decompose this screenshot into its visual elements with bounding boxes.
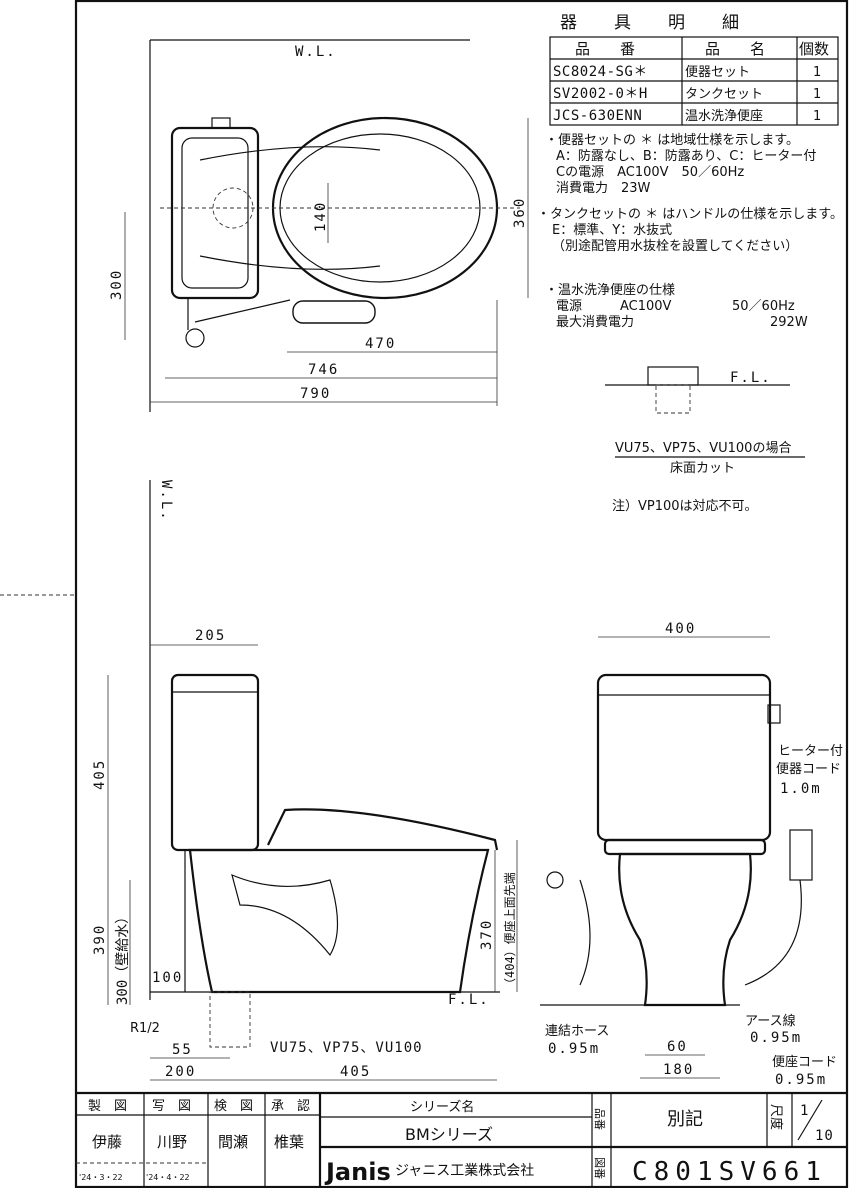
dim-405-horizontal: 405 (340, 1064, 371, 1080)
note-line: 292W (770, 315, 808, 330)
hose-label: 連結ホース (545, 1024, 609, 1039)
floor-caption: VU75、VP75、VU100の場合 (615, 441, 791, 456)
fl-label: F.L. (730, 370, 772, 386)
company-logo: Janis (324, 1158, 391, 1186)
part-name: 温水洗浄便座 (685, 109, 763, 124)
note-line: ・タンクセットの ＊ はハンドルの仕様を示します。 (537, 207, 843, 222)
dim-300: 300 (109, 269, 125, 300)
dim-470: 470 (365, 336, 396, 352)
note-line: E：標準、Y：水抜式 (552, 222, 672, 238)
part-name: 便器セット (685, 65, 750, 80)
drawing-number: C801SV661 (632, 1157, 827, 1187)
company-name: ジャニス工業株式会社 (395, 1163, 534, 1179)
wl-label: W.L. (295, 44, 337, 60)
wl-label: W.L. (158, 480, 174, 522)
zuban-label: 図番 (593, 1157, 606, 1179)
floor-subcaption: 床面カット (670, 461, 735, 476)
scale-label: 尺度 (768, 1104, 784, 1130)
dim-405-vertical: 405 (92, 759, 108, 790)
date-copied: '24・4・22 (146, 1173, 190, 1182)
front-view: 400 60 180 ヒーター付 便器コード 1.0m 連結ホース 0.95m … (540, 621, 843, 1088)
dim-200: 200 (165, 1064, 196, 1080)
dim-370: 370 (479, 919, 495, 950)
scale-numerator: 1 (800, 1103, 810, 1119)
part-name: タンクセット (685, 87, 763, 102)
dim-390: 390 (92, 924, 108, 955)
hinban-value: 別記 (667, 1109, 703, 1130)
dim-180: 180 (663, 1062, 694, 1078)
floor-note: 注）VP100は対応不可。 (612, 499, 758, 514)
role-copied: 写 図 (152, 1099, 191, 1114)
dim-360: 360 (512, 197, 528, 228)
dim-404-seat-top: （404）便座上面先端 (502, 872, 517, 990)
seat-cord-length: 0.95m (775, 1072, 827, 1088)
series-label: シリーズ名 (410, 1099, 474, 1115)
part-qty: 1 (813, 65, 821, 80)
dim-300-wall-supply: 300（壁給水） (115, 910, 131, 1005)
title-block: 製 図 写 図 検 図 承 認 伊藤 川野 間瀬 椎葉 '24・3・22 '24… (76, 1091, 847, 1187)
top-view: W.L. 300 360 140 470 746 790 (109, 39, 529, 412)
name-copied: 川野 (157, 1133, 187, 1151)
col-header-qty: 個数 (799, 40, 829, 58)
heater-label: ヒーター付 (778, 744, 843, 759)
name-checked: 間瀬 (218, 1133, 248, 1151)
note-line: 消費電力 23W (556, 181, 651, 196)
note-line: （別途配管用水抜栓を設置してください） (552, 238, 798, 254)
role-approved: 承 認 (271, 1098, 310, 1114)
note-line: Cの電源 AC100V 50／60Hz (556, 165, 744, 180)
col-header-part-name: 品 名 (705, 40, 765, 58)
floor-cut-detail: F.L. VU75、VP75、VU100の場合 床面カット 注）VP100は対応… (605, 366, 805, 514)
hinban-label: 品番 (593, 1108, 606, 1130)
dim-205: 205 (195, 628, 226, 644)
part-qty: 1 (813, 109, 821, 124)
dim-746: 746 (308, 362, 339, 378)
dim-790: 790 (300, 386, 331, 402)
part-no: SV2002-0＊H (553, 86, 648, 102)
note-line: 最大消費電力 (556, 315, 634, 330)
dim-140: 140 (313, 201, 329, 232)
remote-control (292, 300, 376, 324)
scale-denominator: 10 (815, 1128, 834, 1144)
heater-cord-length: 1.0m (780, 781, 822, 797)
note-line: ・温水洗浄便座の仕様 (545, 283, 675, 298)
side-view: W.L. F.L. 205 405 390 300（壁給水） 370 （404）… (92, 480, 518, 1081)
seat-cord-label: 便座コード (772, 1055, 837, 1070)
pipe-types: VU75、VP75、VU100 (270, 1040, 423, 1056)
name-drafted: 伊藤 (92, 1133, 122, 1151)
dim-100: 100 (152, 970, 183, 986)
earth-wire-label: アース線 (745, 1013, 796, 1029)
note-line: 50／60Hz (732, 299, 795, 314)
part-no: JCS-630ENN (553, 108, 642, 124)
note-line: 電源 (556, 299, 582, 314)
parts-table-title: 器 具 明 細 (560, 13, 749, 33)
spec-notes: ・便器セットの ＊ は地域仕様を示します。 A：防露なし、B：防露あり、C：ヒー… (537, 133, 843, 330)
col-header-part-no: 品 番 (575, 40, 635, 58)
dim-55: 55 (172, 1042, 193, 1058)
note-line: A：防露なし、B：防露あり、C：ヒーター付 (556, 148, 816, 164)
role-checked: 検 図 (214, 1099, 253, 1114)
note-line: ・便器セットの ＊ は地域仕様を示します。 (545, 133, 799, 148)
earth-wire-length: 0.95m (750, 1030, 802, 1046)
role-drafted: 製 図 (88, 1099, 127, 1114)
r-half-label: R1/2 (130, 1021, 160, 1036)
dim-60: 60 (667, 1039, 688, 1055)
parts-table: 器 具 明 細 品 番 品 名 個数 SC8024-SG＊ 便器セット 1 SV… (549, 13, 839, 126)
part-qty: 1 (813, 87, 821, 102)
heater-cord-label: 便器コード (776, 762, 841, 777)
fl-label: F.L. (448, 992, 490, 1008)
note-line: AC100V (620, 299, 672, 314)
part-no: SC8024-SG＊ (553, 64, 648, 80)
name-approved: 椎葉 (274, 1133, 304, 1151)
hose-length: 0.95m (548, 1041, 600, 1057)
date-drafted: '24・3・22 (79, 1173, 123, 1182)
dim-400: 400 (665, 621, 696, 637)
scale-slash (797, 1099, 823, 1141)
series-name: BMシリーズ (405, 1125, 493, 1144)
sheet-border (74, 0, 849, 1188)
